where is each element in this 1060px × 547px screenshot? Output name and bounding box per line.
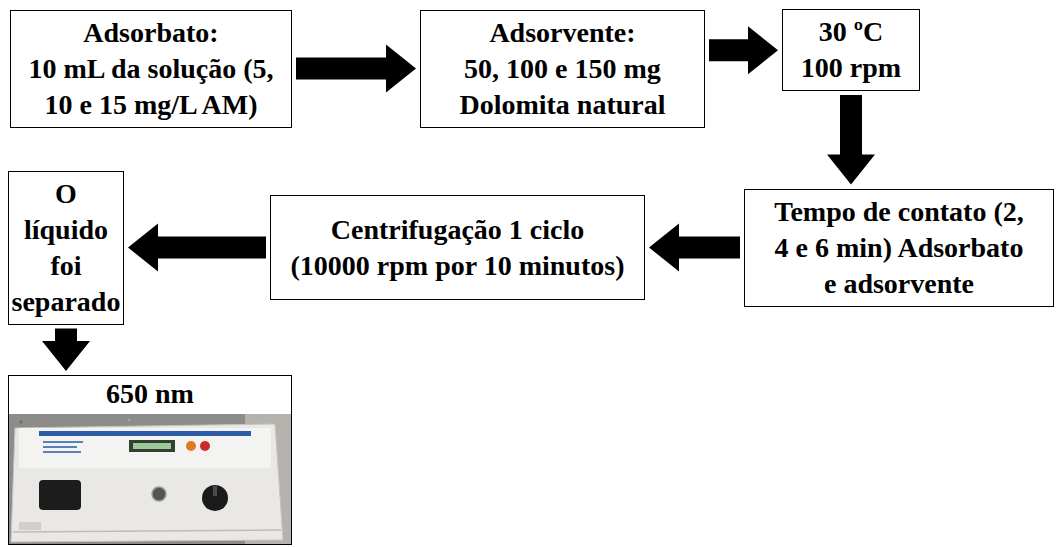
step-text: 50, 100 e 150 mg Dolomita natural — [426, 51, 699, 123]
granite-speck — [20, 421, 23, 424]
process-box: Adsorbato:10 mL da solução (5, 10 e 15 m… — [10, 10, 292, 128]
granite-bench — [9, 414, 291, 544]
knob-grip — [213, 486, 217, 496]
process-box: Tempo de contato (2, 4 e 6 min) Adsorbat… — [744, 189, 1054, 307]
panel-blue-band — [39, 431, 251, 436]
step-text: Centrifugação 1 ciclo (10000 rpm por 10 … — [281, 212, 634, 284]
device-knob — [202, 485, 228, 511]
step-text: Tempo de contato (2, 4 e 6 min) Adsorbat… — [750, 194, 1048, 302]
flow-arrow — [709, 26, 778, 74]
step-text: Adsorbato: — [16, 15, 286, 51]
device-button — [200, 441, 210, 451]
step-text: 10 mL da solução (5, 10 e 15 mg/L AM) — [16, 51, 286, 123]
cuvette-hole — [152, 487, 166, 501]
flow-arrow — [827, 95, 875, 185]
process-box: 30 ºC 100 rpm — [782, 9, 920, 91]
panel-print — [43, 446, 77, 448]
panel-print — [43, 441, 83, 443]
device-button — [186, 441, 196, 451]
flow-arrow — [128, 224, 266, 272]
process-box: Adsorvente:50, 100 e 150 mg Dolomita nat… — [420, 10, 705, 128]
step-text: 650 nm — [14, 376, 286, 412]
step-text: Adsorvente: — [426, 15, 699, 51]
granite-speck — [128, 419, 131, 422]
step-text: 30 ºC 100 rpm — [788, 14, 914, 86]
instrument-box: 650 nm — [8, 375, 292, 545]
device-display — [129, 440, 175, 452]
process-box: O líquido foi separado — [8, 171, 124, 325]
device-panel — [19, 428, 271, 468]
device-tag — [19, 522, 41, 530]
device-body — [11, 424, 283, 542]
flow-arrow — [42, 329, 90, 372]
spectrophotometer-photo — [9, 414, 291, 544]
device-edge — [13, 530, 281, 532]
panel-print — [43, 451, 81, 453]
step-text: O líquido foi separado — [11, 176, 121, 320]
flow-arrow — [296, 45, 416, 93]
cuvette-lid — [39, 480, 81, 510]
flow-arrow — [649, 224, 740, 272]
display-window — [133, 443, 171, 449]
process-box: Centrifugação 1 ciclo (10000 rpm por 10 … — [270, 195, 645, 300]
